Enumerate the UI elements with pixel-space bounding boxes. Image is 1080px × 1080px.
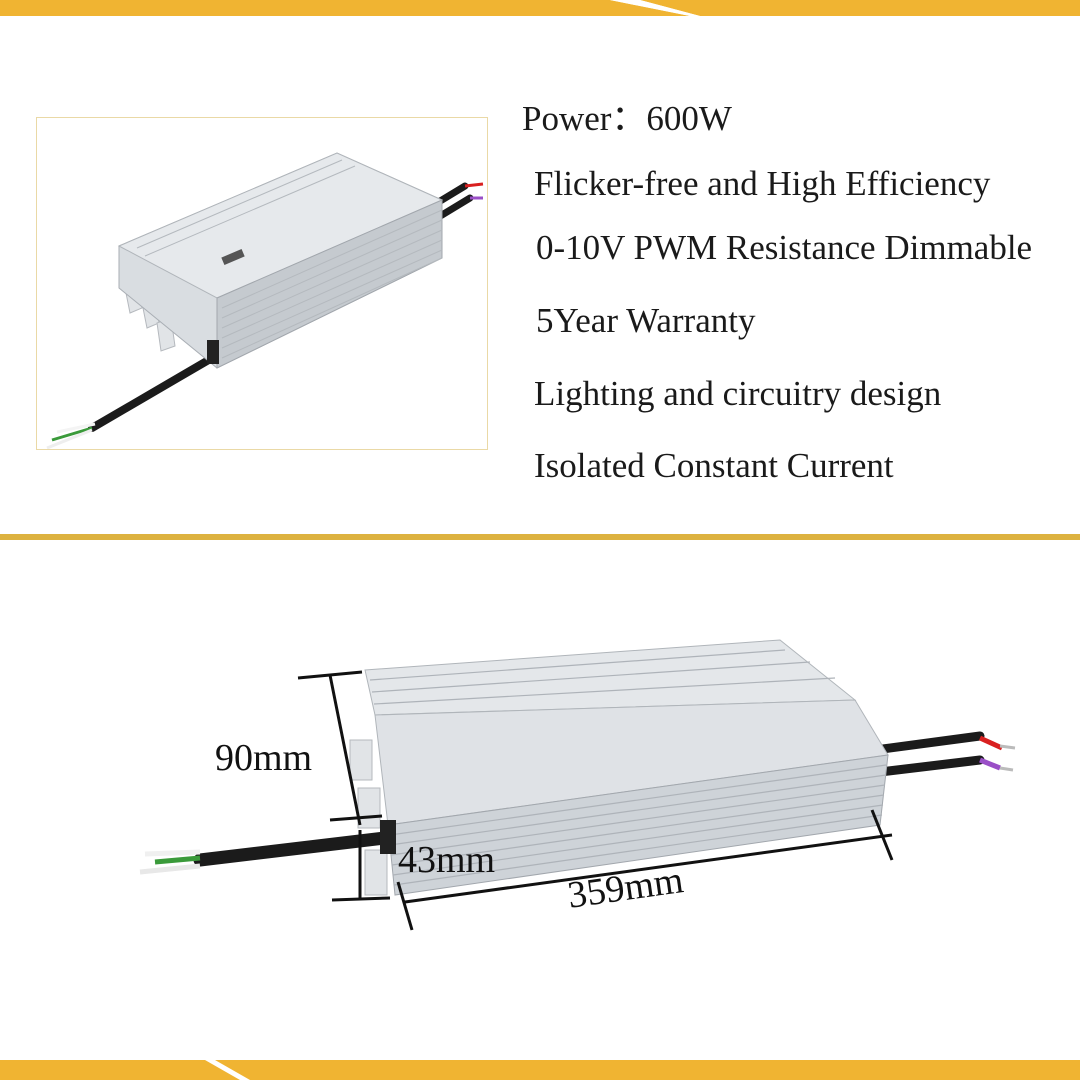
feature-circuitry-design: Lighting and circuitry design	[534, 374, 942, 413]
feature-dimmable: 0-10V PWM Resistance Dimmable	[536, 228, 1033, 267]
dimension-depth-label: 43mm	[398, 839, 496, 881]
dimension-height-label: 90mm	[215, 737, 313, 779]
feature-flicker-free: Flicker-free and High Efficiency	[534, 164, 991, 203]
led-driver-product-image	[46, 152, 484, 449]
feature-warranty: 5Year Warranty	[536, 301, 756, 340]
section-divider	[0, 534, 1080, 540]
feature-power: Power：600W	[522, 99, 732, 138]
product-image-frame	[36, 117, 488, 450]
dimension-drawing	[139, 639, 1016, 931]
feature-constant-current: Isolated Constant Current	[534, 446, 894, 485]
bottom-accent-band	[0, 1060, 1080, 1080]
top-accent-band	[0, 0, 1080, 16]
